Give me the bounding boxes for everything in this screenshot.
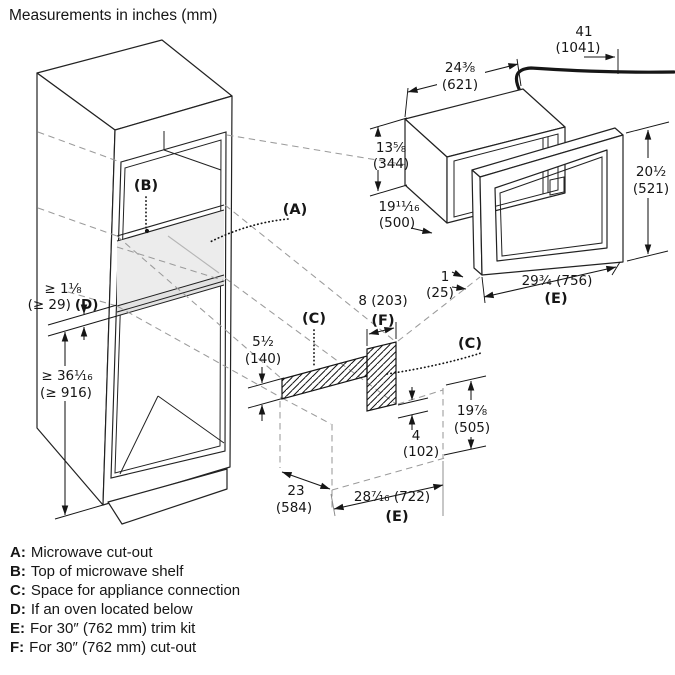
trim-frame-inner-bevel: [499, 156, 603, 257]
cabinet-opening-inner: [114, 139, 222, 474]
cabinet-interior-top-lines: [163, 131, 222, 171]
dim-cutout-height-mm: (505): [454, 420, 490, 436]
cabinet-plinth: [107, 468, 228, 525]
microwave-display-window: [549, 176, 565, 196]
microwave-dimensions: 41 (1041) 24³⁄₈ (621) 13⁵⁄₈ (344) 19¹¹⁄₁…: [369, 24, 669, 307]
microwave-drawing: [404, 66, 675, 276]
page-title: Measurements in inches (mm): [9, 7, 217, 24]
dim-mw-depth-inches: 19¹¹⁄₁₆: [378, 199, 419, 215]
dim-cutout-depth-mm: (584): [276, 500, 312, 516]
text-backdrop: [40, 366, 95, 399]
dim-frame-thick-mm: (25): [426, 285, 454, 301]
dim-shelf-min-mm: (≥ 29)(D): [28, 297, 99, 313]
dim-cord-mm: (1041): [556, 40, 601, 56]
cutout-bottom-rail: [117, 275, 224, 316]
microwave-cutout-region: [117, 210, 224, 306]
dim-conn-width: 8 (203): [358, 293, 407, 309]
shelf-rail-lines: [116, 274, 225, 317]
dim-shelf-min-inches: ≥ 1¹⁄₈: [44, 281, 81, 297]
dim-mw-width-mm: (621): [442, 77, 478, 93]
power-cord: [514, 66, 675, 95]
dim-conn-height-mm: (140): [245, 351, 281, 367]
label-b: (B): [134, 178, 158, 194]
cabinet-opening-outer: [110, 131, 227, 479]
microwave-shelf-lines: [116, 204, 225, 242]
label-a-leader: [209, 218, 289, 243]
microwave-door-outline: [453, 133, 559, 218]
connection-space-strip: [366, 341, 397, 412]
label-b-point: [144, 228, 150, 234]
cutout-volume-dashed-box: [279, 388, 446, 512]
dim-frame-height-inches: 20¹⁄₂: [636, 164, 666, 180]
legend-item-a: A:Microwave cut-out: [10, 544, 153, 561]
legend: A:Microwave cut-out B:Top of microwave s…: [10, 544, 240, 656]
legend-item-c: C:Space for appliance connection: [10, 582, 240, 599]
dim-mw-depth-mm: (500): [379, 215, 415, 231]
label-e-frame: (E): [544, 291, 567, 307]
cutout-diagonal-line: [167, 235, 220, 274]
callout-labels: (B) (A): [134, 178, 307, 243]
dim-oven-min-mm: (≥ 916): [40, 385, 92, 401]
dim-mw-height-mm: (344): [373, 156, 409, 172]
trim-frame: [479, 134, 624, 276]
dim-conn-gap-inches: 4: [412, 428, 421, 444]
cutout-detail-drawing: 5¹⁄₂ (140) 8 (203) (F) (C) (C) 4 (102) 1…: [245, 293, 490, 525]
dim-conn-height-inches: 5¹⁄₂: [252, 334, 274, 350]
cabinet-dimensions: ≥ 1¹⁄₈ (≥ 29)(D) ≥ 36¹⁄₁₆ (≥ 916): [28, 281, 118, 520]
dim-cord-inches: 41: [575, 24, 592, 40]
dim-frame-width: 29³⁄₄ (756): [522, 273, 593, 289]
label-c-left: (C): [302, 311, 326, 327]
legend-item-e: E:For 30″ (762 mm) trim kit: [10, 620, 196, 637]
dim-cutout-depth-inches: 23: [287, 483, 304, 499]
dim-frame-thick-inches: 1: [441, 269, 450, 285]
dim-conn-gap-mm: (102): [403, 444, 439, 460]
legend-item-f: F:For 30″ (762 mm) cut-out: [10, 639, 197, 656]
text-backdrop: [437, 59, 485, 89]
dim-mw-width-inches: 24³⁄₈: [445, 60, 475, 76]
dim-frame-height-mm: (521): [633, 181, 669, 197]
legend-item-d: D:If an oven located below: [10, 601, 193, 618]
dim-cutout-height-inches: 19⁷⁄₈: [457, 403, 487, 419]
label-f: (F): [371, 313, 394, 329]
legend-item-b: B:Top of microwave shelf: [10, 563, 184, 580]
label-e-cutout: (E): [385, 509, 408, 525]
cabinet-drawing: [36, 39, 233, 525]
label-c-right: (C): [458, 336, 482, 352]
label-a: (A): [283, 202, 307, 218]
dim-cutout-width: 28⁷⁄₁₆ (722): [354, 489, 430, 505]
cabinet-floor-lines: [119, 395, 225, 475]
dim-oven-min-inches: ≥ 36¹⁄₁₆: [41, 368, 92, 384]
connection-space-bar: [281, 355, 368, 400]
dim-mw-height-inches: 13⁵⁄₈: [376, 140, 406, 156]
label-c-right-leader: [386, 352, 482, 375]
